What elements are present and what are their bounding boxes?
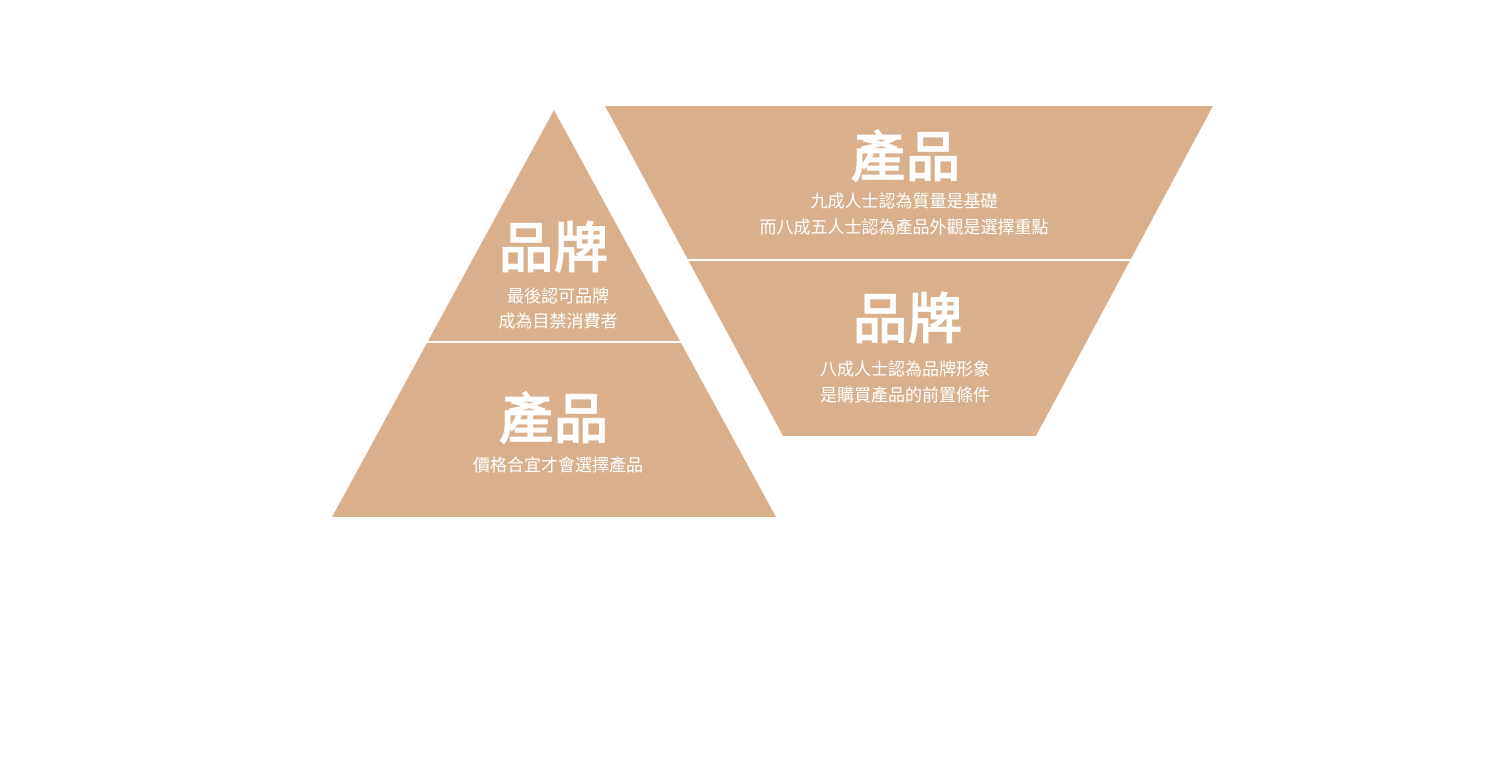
left-top-desc-line-1: 最後認可品牌 [507, 287, 609, 307]
left-top-title: 品牌 [499, 217, 609, 280]
left-top-desc-line-2: 成為目禁消費者 [498, 312, 618, 332]
left-pyramid-shape [332, 110, 776, 517]
right-bottom-desc-line-2: 是購買產品的前置條件 [820, 386, 990, 406]
right-top-desc-line-2: 而八成五人士認為產品外觀是選擇重點 [759, 218, 1049, 238]
right-bottom-desc-line-1: 八成人士認為品牌形象 [820, 360, 990, 380]
right-top-desc-line-1: 九成人士認為質量是基礎 [810, 192, 998, 212]
right-top-title: 產品 [851, 126, 961, 189]
left-bottom-desc-line-1: 價格合宜才會選擇產品 [473, 456, 643, 476]
right-bottom-title: 品牌 [853, 288, 963, 351]
right-inverted-pyramid-shape [605, 106, 1213, 436]
left-bottom-title: 產品 [499, 388, 609, 451]
